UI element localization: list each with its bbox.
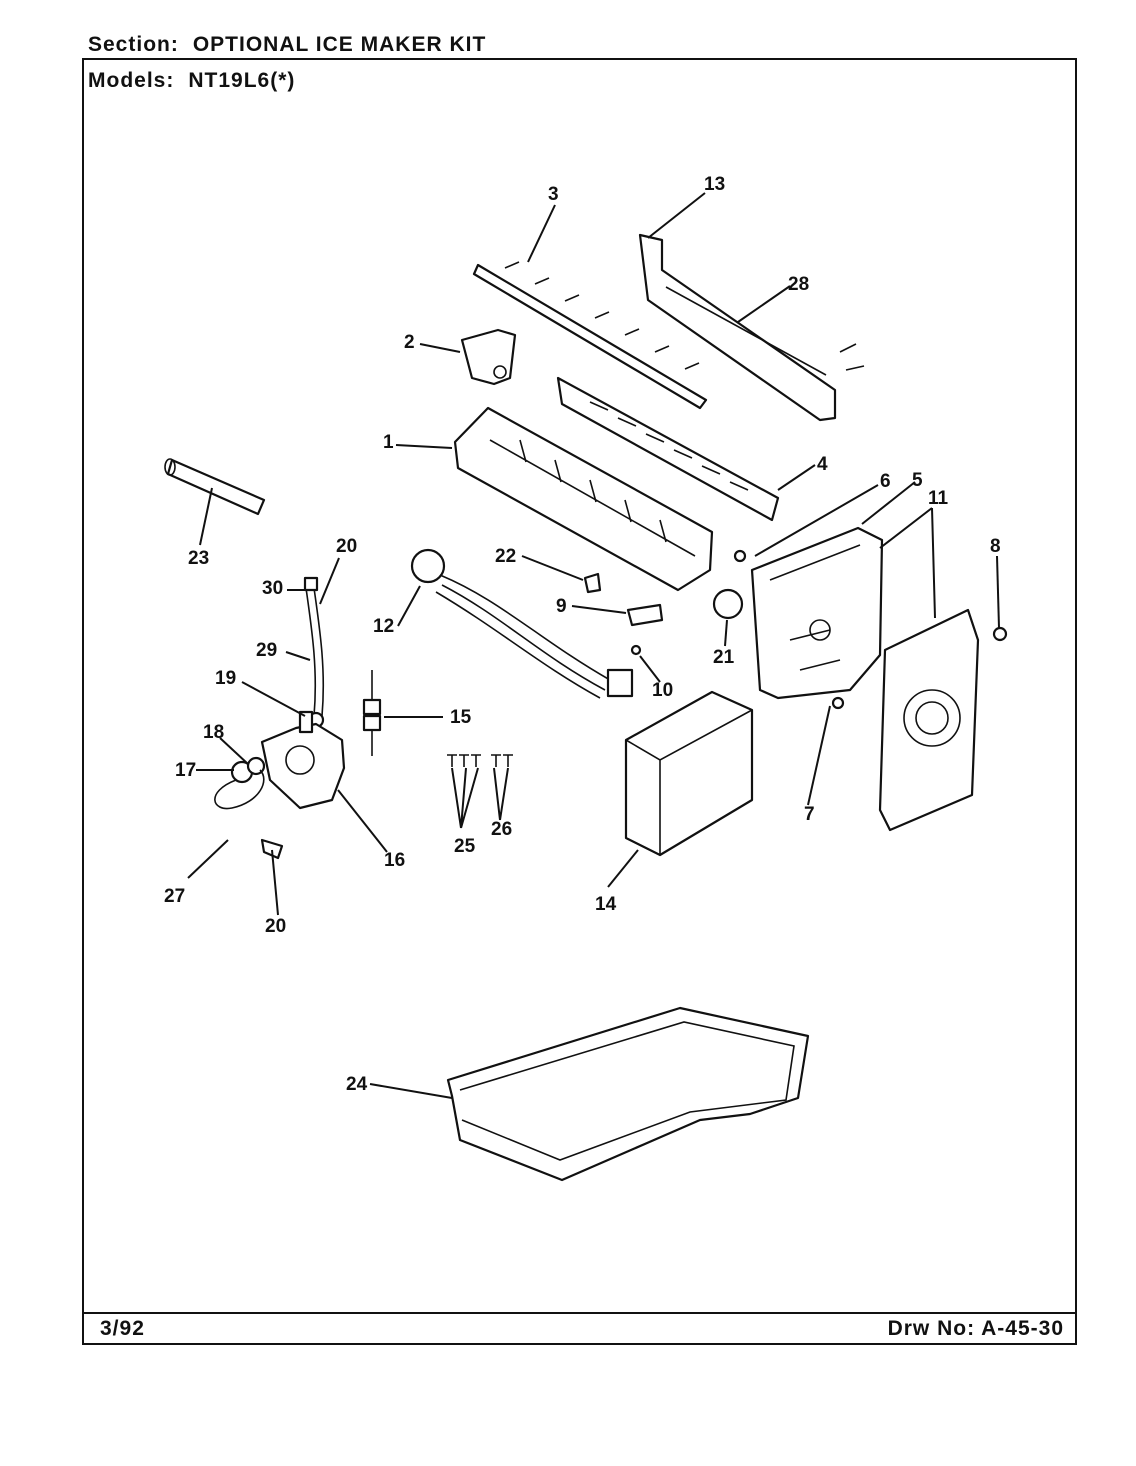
drawing-number-value: A-45-30 xyxy=(981,1317,1064,1340)
models-heading: Models: NT19L6(*) xyxy=(88,69,295,93)
callout-6: 6 xyxy=(880,471,891,492)
leader-lines xyxy=(187,192,1000,1099)
part-27-tube xyxy=(214,769,265,810)
part-3-ejector xyxy=(472,261,708,410)
section-title: OPTIONAL ICE MAKER KIT xyxy=(192,33,487,56)
callout-29: 29 xyxy=(256,640,277,661)
part-2-bracket xyxy=(460,328,517,386)
section-heading: Section: OPTIONAL ICE MAKER KIT xyxy=(88,33,486,57)
callout-30: 30 xyxy=(262,578,283,599)
part-14-cover xyxy=(624,690,754,857)
callout-26: 26 xyxy=(491,819,512,840)
part-9-bracket xyxy=(626,603,664,627)
part-5-housing xyxy=(750,526,884,700)
callout-9: 9 xyxy=(556,596,567,617)
part-20-clamp xyxy=(260,838,284,860)
callout-2: 2 xyxy=(404,332,415,353)
callout-4: 4 xyxy=(817,454,828,475)
callout-3: 3 xyxy=(548,184,559,205)
part-11-gear-plate xyxy=(878,608,980,832)
models-label: Models: xyxy=(88,69,175,92)
callout-20-bottom: 20 xyxy=(265,916,286,937)
callout-8: 8 xyxy=(990,536,1001,557)
drawing-number-block: Drw No: A-45-30 xyxy=(888,1317,1064,1341)
callout-14: 14 xyxy=(595,894,617,915)
callout-19: 19 xyxy=(215,668,236,689)
models-value: NT19L6(*) xyxy=(188,69,296,92)
callout-23: 23 xyxy=(188,548,209,569)
footer-divider xyxy=(82,1312,1077,1314)
callout-18: 18 xyxy=(203,722,224,743)
callout-5: 5 xyxy=(912,470,923,491)
part-12-harness xyxy=(410,548,634,699)
callout-10: 10 xyxy=(652,680,673,701)
callout-11: 11 xyxy=(928,488,949,509)
part-1-ice-mold xyxy=(453,406,714,592)
callout-12: 12 xyxy=(373,616,394,637)
callout-22: 22 xyxy=(495,546,516,567)
callout-17: 17 xyxy=(175,760,196,781)
part-7-screw xyxy=(831,696,845,710)
part-16-water-valve xyxy=(260,710,346,810)
part-15-coupling xyxy=(362,670,382,756)
callout-28: 28 xyxy=(788,274,809,295)
callout-15: 15 xyxy=(450,707,472,728)
part-13-shield xyxy=(638,233,865,422)
part-8-screw xyxy=(992,626,1008,642)
callout-1: 1 xyxy=(383,432,394,453)
section-label: Section: xyxy=(88,33,179,56)
callout-7: 7 xyxy=(804,804,815,825)
part-4-mold-plate xyxy=(556,376,780,522)
part-21-motor xyxy=(712,588,744,620)
callout-24: 24 xyxy=(346,1074,368,1095)
callout-13: 13 xyxy=(704,174,725,195)
part-24-ice-bin xyxy=(446,1006,810,1182)
part-10-screw xyxy=(630,644,642,656)
callout-labels: 3 13 28 2 1 4 6 5 11 8 23 20 30 29 19 22… xyxy=(164,174,1001,1095)
drawing-frame xyxy=(82,58,1077,1345)
date-code: 3/92 xyxy=(100,1317,145,1340)
part-22-clip xyxy=(583,572,602,594)
callout-27: 27 xyxy=(164,886,185,907)
callout-16: 16 xyxy=(384,850,405,871)
callout-25: 25 xyxy=(454,836,476,857)
callout-21: 21 xyxy=(713,647,735,668)
callout-20-top: 20 xyxy=(336,536,357,557)
drawing-number-label: Drw No: xyxy=(887,1317,976,1340)
part-23-fill-tube xyxy=(164,458,266,516)
parts-25-26-screws xyxy=(447,754,513,767)
part-6-screw xyxy=(733,549,747,563)
